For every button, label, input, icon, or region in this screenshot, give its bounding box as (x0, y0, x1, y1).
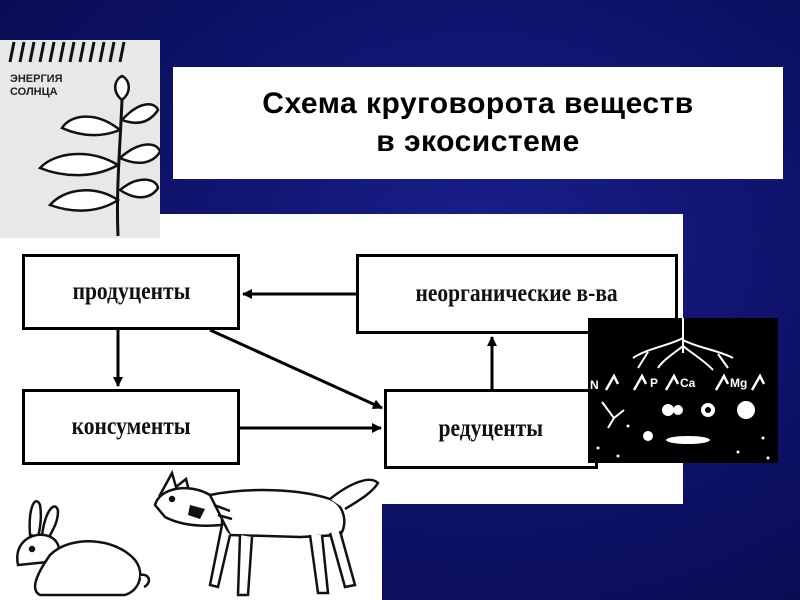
plant-icon (8, 41, 160, 237)
consumers-node: консументы (22, 389, 240, 465)
mineral-n: N (590, 378, 599, 392)
sun-label-line-2: СОЛНЦА (10, 86, 58, 98)
rabbit-wolf-icon (16, 469, 380, 597)
animals-illustration (0, 465, 382, 600)
producers-label: продуценты (72, 278, 190, 305)
title-box: Схема круговорота веществ в экосистеме (173, 67, 783, 179)
title-line-1: Схема круговорота веществ (262, 87, 694, 120)
soil-minerals-illustration: N P Ca Mg (588, 318, 778, 463)
roots-icon (596, 318, 770, 460)
inorganic-label: неорганические в-ва (415, 280, 619, 307)
wolf-icon (153, 469, 380, 597)
consumers-label: консументы (71, 413, 191, 440)
decomposers-node: редуценты (384, 389, 598, 469)
mineral-mg: Mg (730, 376, 748, 390)
sun-energy-label: ЭНЕРГИЯ СОЛНЦА (10, 73, 63, 99)
mineral-p: P (650, 376, 659, 390)
sun-energy-plant-illustration: ЭНЕРГИЯ СОЛНЦА (0, 40, 160, 238)
decomposers-label: редуценты (438, 415, 544, 442)
title-line-2: в экосистеме (376, 125, 580, 158)
rabbit-icon (16, 500, 151, 597)
sun-label-line-1: ЭНЕРГИЯ (10, 73, 63, 85)
producers-node: продуценты (22, 254, 240, 330)
mineral-ca: Ca (680, 376, 696, 390)
